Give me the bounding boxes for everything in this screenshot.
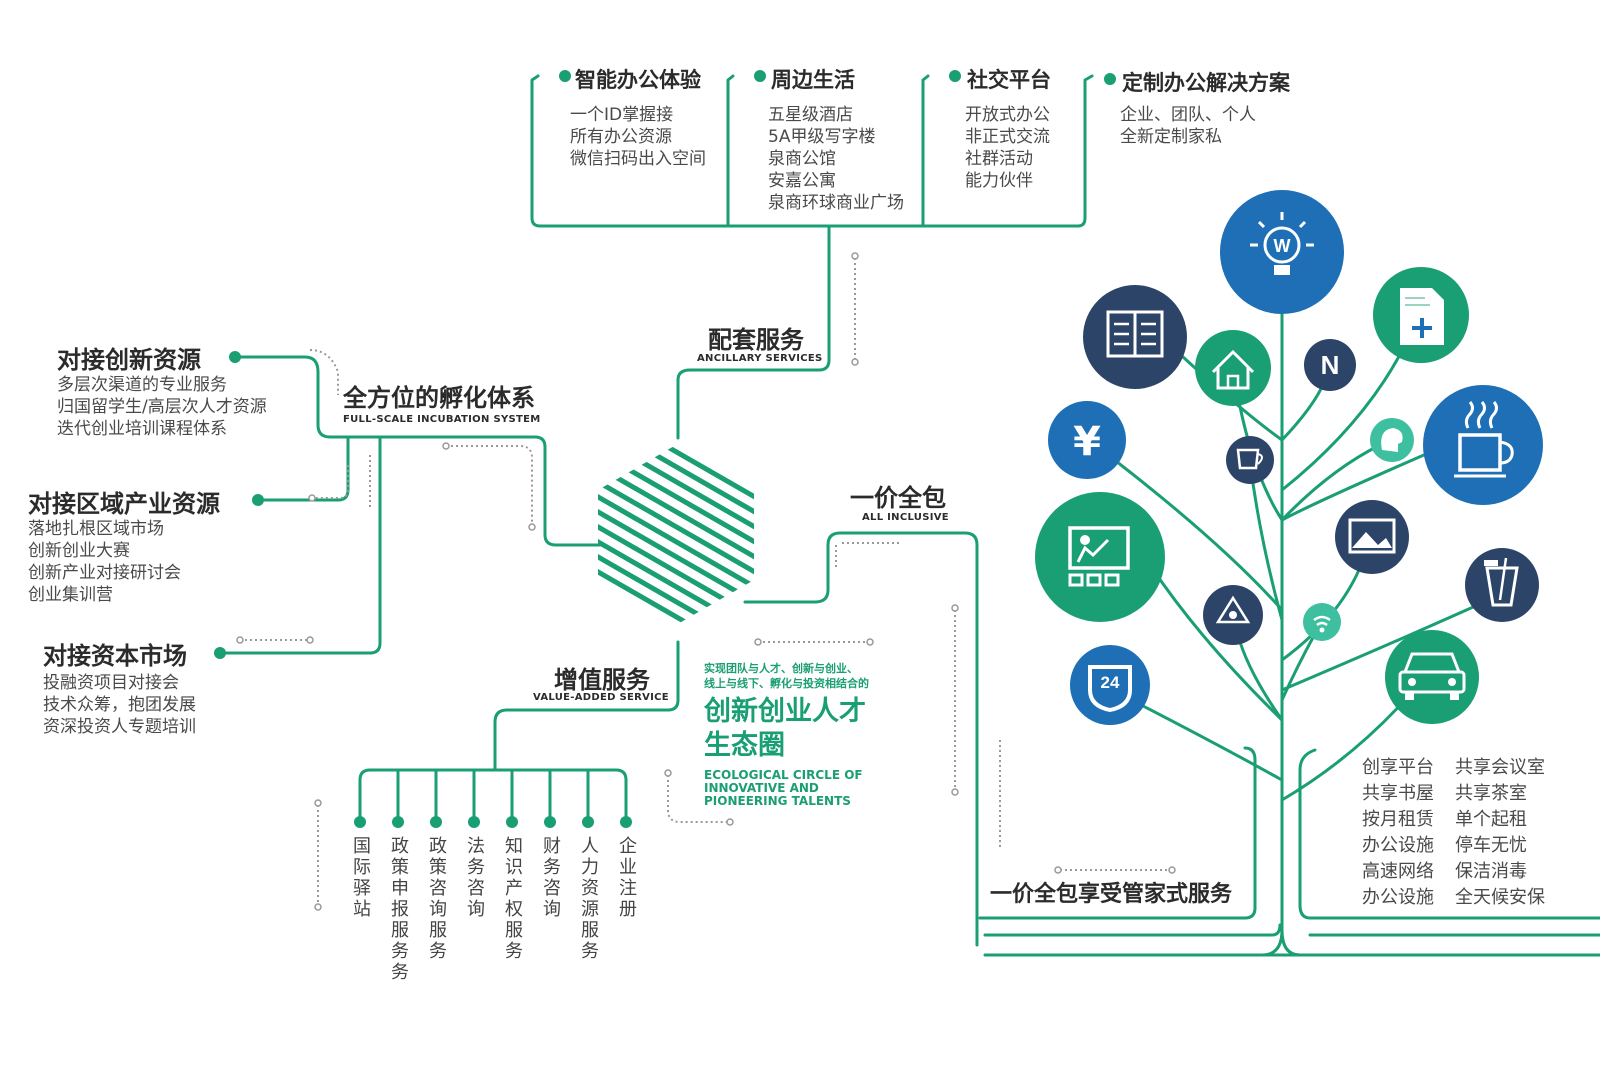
cocktail-icon	[1465, 548, 1539, 622]
top-items-4: 企业、团队、个人 全新定制家私	[1120, 105, 1256, 147]
presentation-icon	[1035, 492, 1165, 622]
ancillary-connector	[676, 224, 831, 440]
top-title-3: 社交平台	[967, 68, 1051, 92]
document-plus-icon	[1373, 267, 1469, 363]
tree-trunk	[1280, 253, 1302, 957]
bottom-frame-1	[978, 746, 1257, 920]
value-item-2: 政策申报服务务	[388, 836, 409, 983]
idea-w-icon: W	[1220, 190, 1344, 314]
left-items-2: 落地扎根区域市场 创新创业大赛 创新产业对接研讨会 创业集训营	[28, 519, 181, 605]
car-icon	[1385, 630, 1479, 724]
value-title: 增值服务	[554, 666, 650, 694]
top-items-2: 五星级酒店 5A甲级写字楼 泉商公馆 安嘉公寓 泉商环球商业广场	[768, 105, 904, 213]
left-connector-3	[218, 435, 382, 655]
svg-text:N: N	[1321, 350, 1340, 380]
center-description: 实现团队与人才、创新与创业、 线上与线下、孵化与投资相结合的 创新创业人才 生态…	[704, 662, 869, 808]
clock24-icon: 24	[1070, 645, 1150, 725]
book-icon	[1083, 285, 1187, 389]
value-item-1: 国际驿站	[350, 836, 371, 920]
value-item-6: 财务咨询	[540, 836, 561, 920]
recycle-icon	[1203, 585, 1263, 645]
top-title-1: 智能办公体验	[575, 68, 701, 92]
left-title-2: 对接区域产业资源	[28, 490, 220, 518]
svg-text:¥: ¥	[1073, 419, 1101, 465]
svg-text:24: 24	[1101, 673, 1120, 692]
value-item-8: 企业注册	[616, 836, 637, 920]
ancillary-subtitle: ANCILLARY SERVICES	[697, 353, 823, 364]
inclusive-title: 一价全包	[850, 484, 946, 512]
value-item-7: 人力资源服务	[578, 836, 599, 962]
svg-text:W: W	[1274, 236, 1291, 256]
left-title-3: 对接资本市场	[43, 642, 187, 670]
ancillary-title: 配套服务	[708, 326, 804, 354]
inclusive-subtitle: ALL INCLUSIVE	[862, 512, 949, 523]
value-subtitle: VALUE-ADDED SERVICE	[533, 692, 669, 703]
n-icon: N	[1304, 339, 1356, 391]
inclusive-connector	[743, 531, 979, 947]
top-divider-1	[726, 74, 735, 228]
left-connector-2	[256, 435, 350, 502]
top-bracket-line	[530, 74, 1094, 228]
top-items-1: 一个ID掌握接 所有办公资源 微信扫码出入空间	[570, 105, 706, 169]
incubation-subtitle: FULL-SCALE INCUBATION SYSTEM	[343, 414, 541, 425]
yuan-icon: ¥	[1048, 401, 1126, 479]
services-col-2: 共享会议室 共享茶室 单个起租 停车无忧 保洁消毒 全天候安保	[1455, 757, 1545, 908]
top-items-3: 开放式办公 非正式交流 社群活动 能力伙伴	[965, 105, 1050, 191]
cup-icon	[1226, 436, 1274, 484]
top-divider-2	[921, 74, 930, 228]
wifi-icon	[1303, 603, 1341, 641]
left-items-3: 投融资项目对接会 技术众筹，抱团发展 资深投资人专题培训	[43, 673, 196, 737]
bottom-frame-2	[983, 923, 1282, 937]
value-item-4: 法务咨询	[464, 836, 485, 920]
value-item-3: 政策咨询服务	[426, 836, 447, 962]
services-col-1: 创享平台 共享书屋 按月租赁 办公设施 高速网络 办公设施	[1362, 757, 1434, 908]
value-item-5: 知识产权服务	[502, 836, 523, 962]
value-bus	[358, 768, 628, 824]
coffee-icon	[1423, 385, 1543, 505]
top-title-4: 定制办公解决方案	[1122, 71, 1290, 95]
left-items-1: 多层次渠道的专业服务 归国留学生/高层次人才资源 迭代创业培训课程体系	[57, 375, 267, 439]
support-icon	[1370, 418, 1414, 462]
home-icon	[1195, 330, 1271, 406]
photo-icon	[1335, 500, 1409, 574]
top-title-2: 周边生活	[771, 68, 855, 92]
incubation-title: 全方位的孵化体系	[343, 384, 535, 412]
left-connector-1	[233, 355, 602, 547]
butler-title: 一价全包享受管家式服务	[990, 882, 1233, 907]
left-title-1: 对接创新资源	[57, 346, 201, 374]
value-connector	[493, 640, 680, 772]
center-hexagon	[598, 445, 754, 625]
